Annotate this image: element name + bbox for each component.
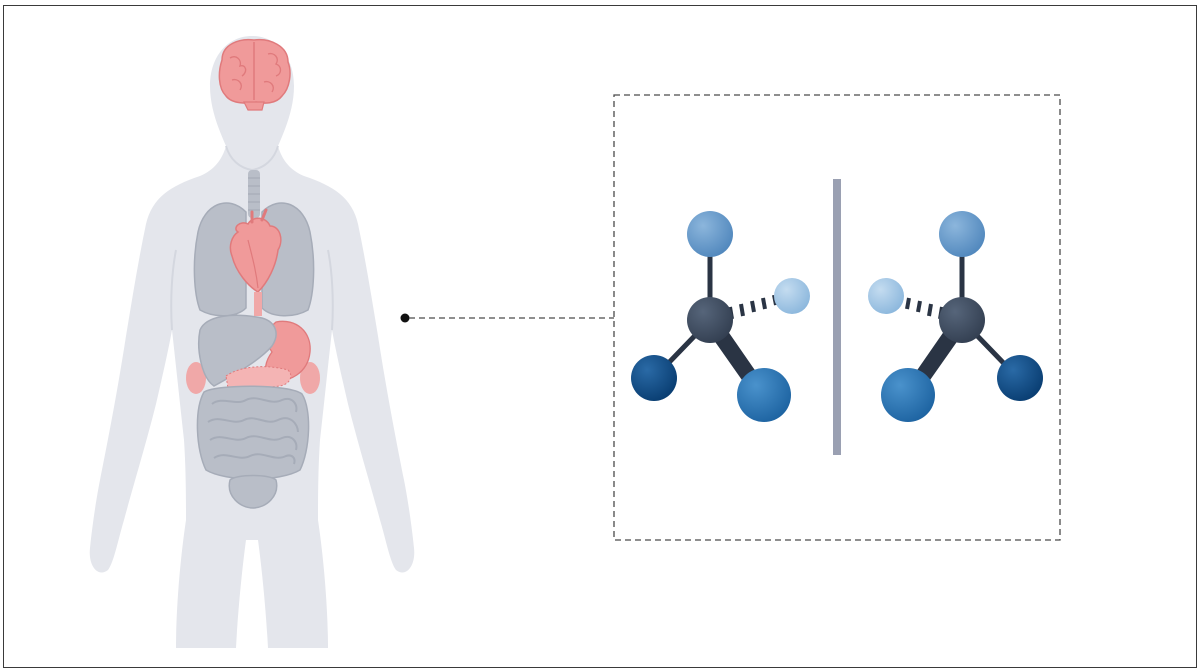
mirror-plane bbox=[833, 179, 841, 455]
esophagus bbox=[254, 292, 262, 316]
bond-hashed bbox=[728, 294, 778, 320]
atom-small bbox=[868, 278, 904, 314]
molecule-left bbox=[631, 211, 810, 422]
zoom-connector bbox=[400, 313, 614, 323]
bladder bbox=[228, 474, 278, 509]
intestine-coils bbox=[207, 397, 299, 465]
atom-center bbox=[687, 297, 733, 343]
connector-dot bbox=[400, 313, 410, 323]
atom-top bbox=[939, 211, 985, 257]
atom-dark bbox=[997, 355, 1043, 401]
arm-contour-right bbox=[327, 249, 334, 331]
atom-large bbox=[737, 368, 791, 422]
atom-large bbox=[881, 368, 935, 422]
zoom-box bbox=[613, 94, 1061, 541]
brain-icon bbox=[218, 38, 291, 111]
right-kidney bbox=[300, 362, 320, 394]
atom-center bbox=[939, 297, 985, 343]
atom-dark bbox=[631, 355, 677, 401]
heart-icon bbox=[229, 208, 282, 293]
trachea-rings bbox=[248, 177, 260, 211]
atom-top bbox=[687, 211, 733, 257]
human-body-illustration bbox=[89, 36, 415, 648]
left-kidney bbox=[186, 362, 206, 394]
molecule-right bbox=[868, 211, 1043, 422]
arm-contour-left bbox=[170, 249, 177, 331]
liver bbox=[198, 314, 277, 387]
atom-small bbox=[774, 278, 810, 314]
